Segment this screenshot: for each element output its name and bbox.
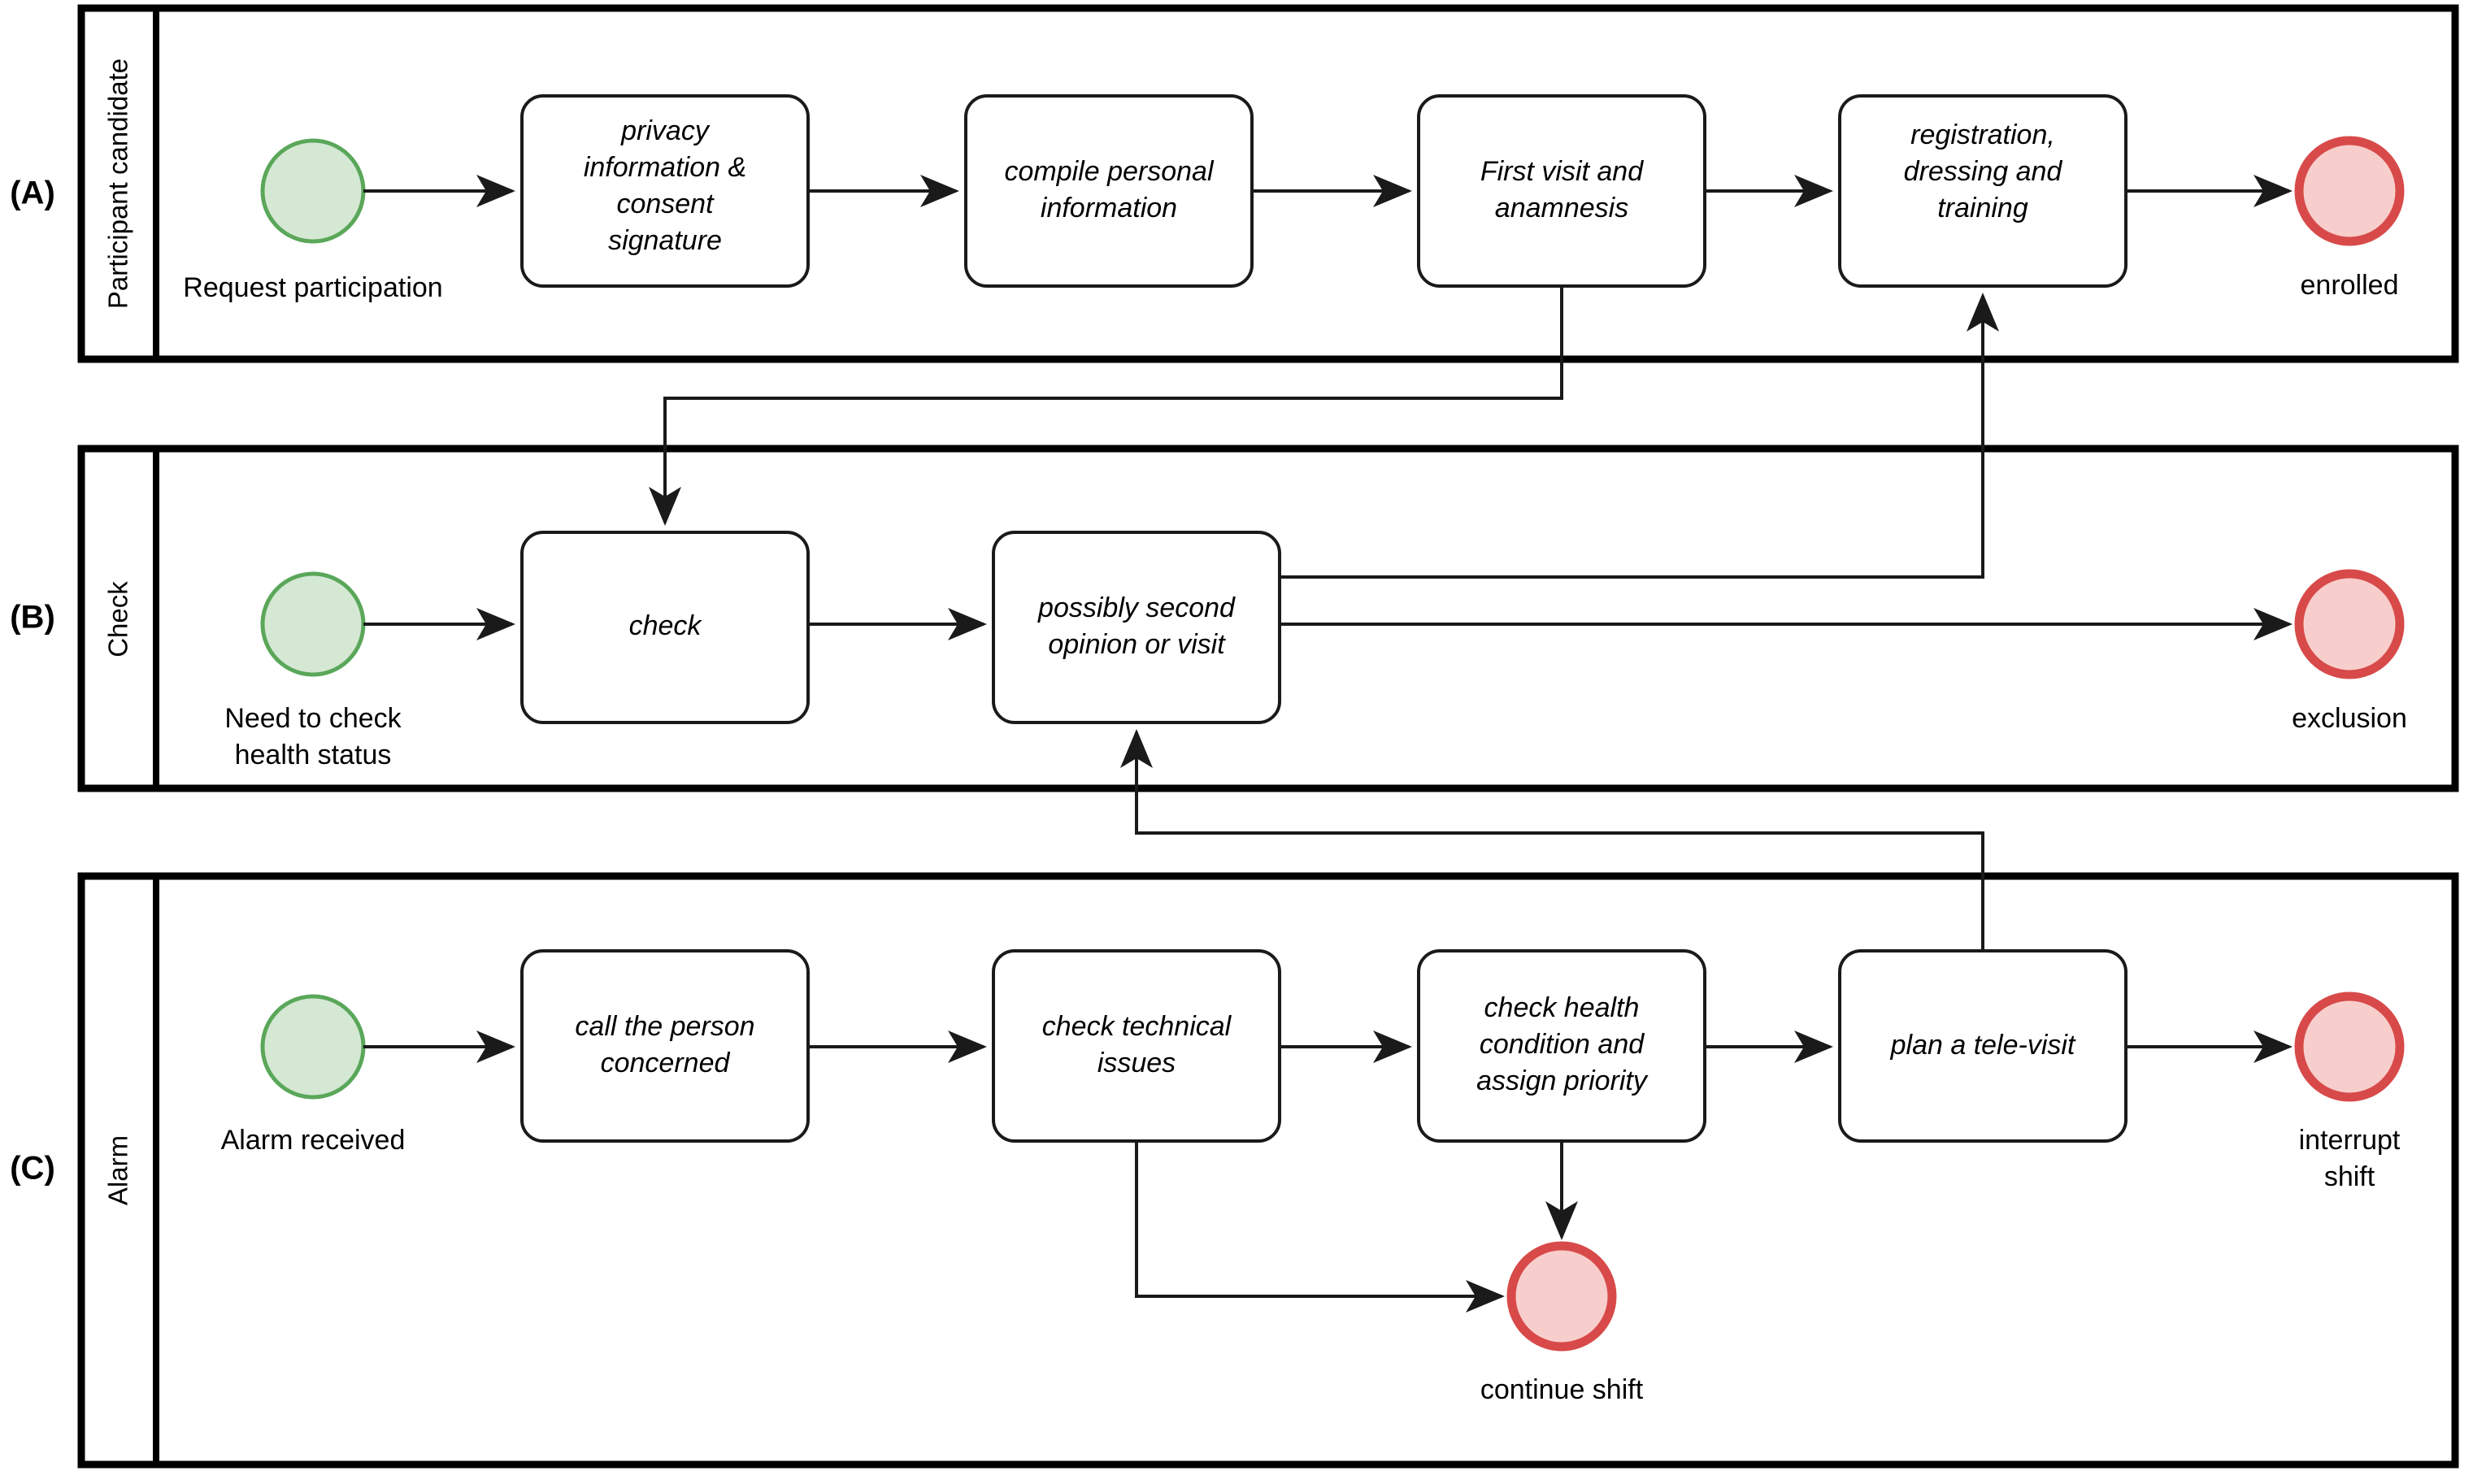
- task-technical-line1: check technical: [1042, 1011, 1232, 1042]
- task-health-line2: condition and: [1480, 1029, 1645, 1060]
- task-privacy-consent-line2: information &: [584, 152, 746, 183]
- task-registration-line3: training: [1937, 193, 2028, 223]
- task-privacy-consent-line4: signature: [608, 225, 722, 256]
- flow-televisit-to-secondopinion: [1120, 729, 1984, 951]
- panel-b-group: (B) Check Need to check health status ch…: [10, 445, 2459, 792]
- end-event-label-interrupt-line2: shift: [2324, 1161, 2375, 1192]
- end-event-enrolled[interactable]: [2294, 136, 2405, 246]
- start-event-label-b-line2: health status: [235, 740, 392, 770]
- task-first-visit-anamnesis[interactable]: [1417, 94, 1706, 288]
- task-second-opinion-line1: possibly second: [1037, 592, 1236, 623]
- task-second-opinion-line2: opinion or visit: [1048, 629, 1226, 660]
- task-call-person-concerned[interactable]: [520, 949, 810, 1143]
- end-event-exclusion[interactable]: [2294, 569, 2405, 679]
- task-health-line3: assign priority: [1476, 1065, 1649, 1096]
- end-event-label-interrupt-line1: interrupt: [2299, 1125, 2401, 1156]
- start-event-alarm-received[interactable]: [260, 994, 366, 1100]
- start-event-request-participation[interactable]: [260, 138, 366, 244]
- task-compile-line2: information: [1041, 193, 1177, 223]
- start-event-label-b-line1: Need to check: [224, 703, 402, 734]
- task-call-person-line2: concerned: [601, 1048, 731, 1078]
- start-event-label-a-line1: Request participation: [183, 272, 442, 303]
- lane-title-alarm: Alarm: [103, 1135, 133, 1205]
- panel-a-group: (A) Participant candidate Request partic…: [10, 4, 2459, 363]
- end-event-label-continue-shift: continue shift: [1480, 1374, 1644, 1405]
- task-first-visit-line1: First visit and: [1480, 156, 1644, 187]
- panel-letter-c: (C): [10, 1151, 55, 1187]
- end-event-continue-shift[interactable]: [1506, 1241, 1617, 1352]
- flow-secondopinion-to-registration: [1280, 293, 1999, 579]
- panel-letter-a: (A): [10, 176, 55, 211]
- start-event-need-to-check-health-status[interactable]: [260, 571, 366, 677]
- panel-c-group: (C) Alarm Alarm received call the person…: [10, 872, 2459, 1469]
- task-compile-personal-information[interactable]: [964, 94, 1254, 288]
- end-event-label-enrolled: enrolled: [2301, 270, 2399, 301]
- end-event-label-exclusion: exclusion: [2292, 703, 2407, 734]
- task-health-line1: check health: [1484, 992, 1640, 1023]
- flow-firstvisit-to-check: [649, 286, 1563, 526]
- lane-title-check: Check: [103, 581, 133, 657]
- task-technical-line2: issues: [1097, 1048, 1176, 1078]
- task-call-person-line1: call the person: [575, 1011, 754, 1042]
- task-check-line1: check: [629, 610, 703, 641]
- flow-technical-to-continue-shift: [1135, 1141, 1505, 1313]
- task-first-visit-line2: anamnesis: [1495, 193, 1628, 223]
- task-tele-visit-line1: plan a tele-visit: [1890, 1030, 2076, 1061]
- cross-lane-flows: [649, 286, 1999, 951]
- task-privacy-consent-line3: consent: [616, 189, 715, 219]
- task-registration-line1: registration,: [1910, 119, 2055, 150]
- task-check-technical-issues[interactable]: [992, 949, 1281, 1143]
- task-registration-line2: dressing and: [1904, 156, 2063, 187]
- task-possibly-second-opinion[interactable]: [992, 531, 1281, 724]
- end-event-interrupt-shift[interactable]: [2294, 992, 2405, 1102]
- start-event-label-c: Alarm received: [221, 1125, 406, 1156]
- lane-title-participant-candidate: Participant candidate: [103, 59, 133, 309]
- panel-letter-b: (B): [10, 600, 55, 636]
- task-compile-line1: compile personal: [1004, 156, 1214, 187]
- task-check[interactable]: [520, 531, 810, 724]
- task-privacy-consent-line1: privacy: [620, 115, 711, 146]
